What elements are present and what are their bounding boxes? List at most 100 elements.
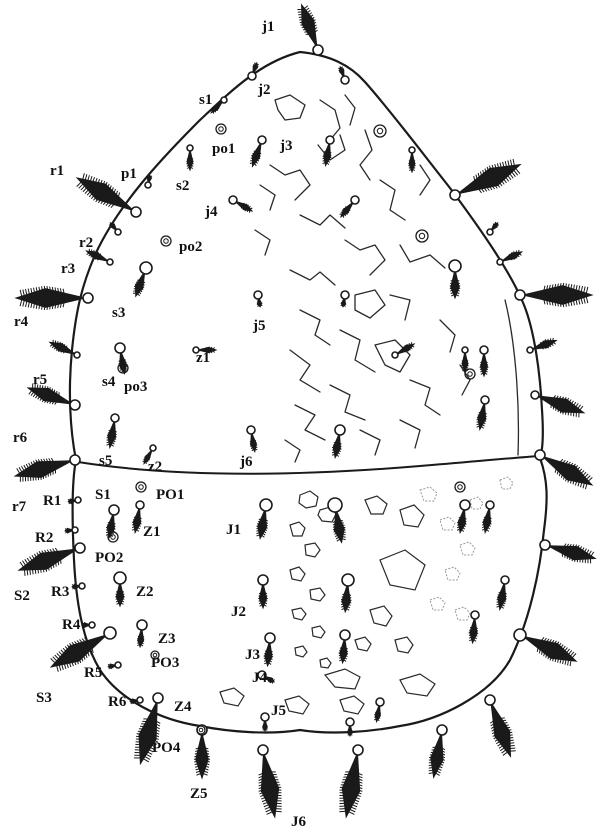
- seta-J1: [256, 499, 272, 538]
- label-po3: po3: [124, 379, 147, 395]
- seta-z1-r: [392, 342, 414, 358]
- label-PO3: PO3: [151, 655, 179, 671]
- pore-po2: [161, 236, 171, 246]
- label-J3: J3: [245, 647, 260, 663]
- seta-J3-r: [339, 630, 350, 663]
- seta-r5-r: [527, 338, 556, 353]
- label-j2: j2: [257, 82, 271, 98]
- label-s4: s4: [102, 374, 116, 390]
- seta-J6: [258, 745, 282, 817]
- label-po1: po1: [212, 141, 235, 157]
- seta-J6-r: [339, 745, 363, 817]
- seta-s5-r: [477, 396, 489, 430]
- seta-J4-r: [374, 698, 384, 722]
- seta-R1: [68, 497, 81, 504]
- pore-po2-r: [416, 230, 428, 242]
- seta-z2-r: [461, 347, 468, 372]
- seta-S1-r: [457, 500, 470, 533]
- label-J4: J4: [252, 670, 268, 686]
- seta-r1-r: [450, 159, 520, 200]
- label-PO4: PO4: [152, 740, 181, 756]
- seta-j2-r: [338, 67, 349, 84]
- label-Z2: Z2: [136, 584, 154, 600]
- seta-j5-r: [341, 291, 349, 307]
- seta-J5: [261, 713, 269, 731]
- label-J6: J6: [291, 814, 307, 828]
- label-R4: R4: [62, 617, 81, 633]
- seta-J2-r: [341, 574, 354, 612]
- seta-j5: [254, 291, 262, 307]
- label-s5: s5: [99, 453, 112, 469]
- setae-layer: [15, 5, 595, 817]
- seta-j1: [297, 5, 323, 55]
- seta-J3: [264, 633, 275, 666]
- label-R3: R3: [51, 584, 69, 600]
- label-S3: S3: [36, 690, 52, 706]
- seta-r6-r: [531, 391, 584, 417]
- label-r6: r6: [13, 430, 28, 446]
- seta-s3-r: [449, 260, 461, 298]
- label-R6: R6: [108, 694, 127, 710]
- seta-Z5-r: [429, 725, 447, 777]
- seta-R2: [65, 527, 78, 533]
- seta-j6-r: [332, 425, 345, 458]
- label-S1: S1: [95, 487, 111, 503]
- seta-r5: [50, 340, 80, 358]
- pore-po1-r: [374, 125, 386, 137]
- label-j5: j5: [252, 318, 266, 334]
- seta-R3: [72, 583, 85, 589]
- label-po2: po2: [179, 239, 202, 255]
- label-r3: r3: [61, 261, 75, 277]
- seta-Z2: [114, 572, 126, 606]
- seta-j6: [247, 426, 257, 452]
- seta-R4: [82, 622, 95, 628]
- label-z1: z1: [196, 350, 210, 366]
- seta-j4: [229, 196, 252, 213]
- label-R1: R1: [43, 493, 61, 509]
- label-z2: z2: [148, 459, 162, 475]
- seta-j4-r: [340, 196, 359, 218]
- seta-r3-r: [497, 250, 522, 265]
- label-Z1: Z1: [143, 524, 161, 540]
- label-p1: p1: [121, 166, 137, 182]
- seta-r2: [109, 222, 121, 235]
- seta-Z5: [194, 725, 210, 778]
- seta-s5: [107, 414, 119, 448]
- seta-Z3-r: [469, 611, 479, 643]
- seta-r7: [15, 455, 80, 482]
- seta-j3-r: [323, 136, 334, 166]
- lateral-line-right: [505, 300, 518, 455]
- label-Z3: Z3: [158, 631, 176, 647]
- seta-S3-r: [514, 629, 576, 666]
- seta-s1: [210, 97, 227, 114]
- label-j3: j3: [279, 138, 293, 154]
- label-s2: s2: [176, 178, 189, 194]
- seta-r4-r: [515, 283, 592, 307]
- seta-s2-r: [408, 147, 415, 172]
- label-Z4: Z4: [174, 699, 192, 715]
- label-r4: r4: [14, 314, 29, 330]
- seta-Z2-r: [497, 576, 509, 610]
- label-J5: J5: [271, 703, 286, 719]
- label-j4: j4: [204, 204, 218, 220]
- seta-s4-r: [480, 346, 489, 376]
- seta-s3: [133, 262, 152, 296]
- seta-Z4-r: [485, 695, 516, 756]
- seta-S1: [106, 505, 119, 538]
- label-s1: s1: [199, 92, 212, 108]
- pore-po1: [216, 124, 226, 134]
- seta-Z1-r: [482, 501, 494, 533]
- label-j6: j6: [239, 454, 253, 470]
- label-R2: R2: [35, 530, 53, 546]
- seta-Z3: [137, 620, 147, 647]
- label-PO1: PO1: [156, 487, 184, 503]
- label-r2: r2: [79, 235, 93, 251]
- label-R5: R5: [84, 665, 102, 681]
- label-r7: r7: [12, 499, 27, 515]
- label-r1: r1: [50, 163, 64, 179]
- label-Z5: Z5: [190, 786, 208, 802]
- label-PO2: PO2: [95, 550, 123, 566]
- seta-r3: [86, 249, 113, 265]
